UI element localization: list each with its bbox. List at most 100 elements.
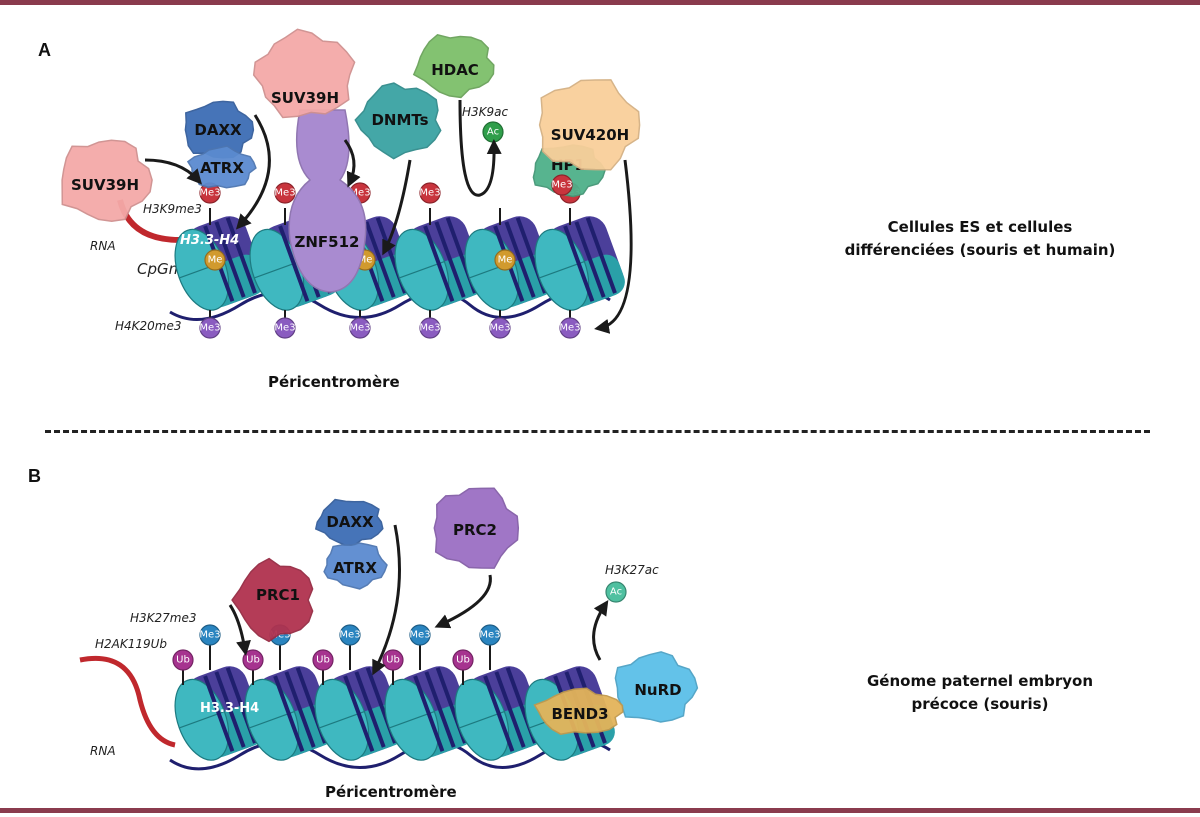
bend3-protein: BEND3 <box>533 687 624 735</box>
hdac-protein: HDAC <box>412 33 495 99</box>
rna-label: RNA <box>90 239 116 253</box>
h4k20me3-label: H4K20me3 <box>115 319 182 333</box>
dna-strand <box>169 739 611 771</box>
daxx-protein: DAXX <box>314 498 384 547</box>
protein-label: NuRD <box>634 681 681 699</box>
arrow-daxx-to-h33 <box>235 114 271 230</box>
cpg-methyl-mark: Me <box>204 249 226 271</box>
h3k27me3-mark-label: Me3 <box>479 630 500 641</box>
h4k20me3-mark-label: Me3 <box>274 323 295 334</box>
dna-strand <box>169 289 611 322</box>
h3k9me3-mark-label: Me3 <box>274 188 295 199</box>
h2ak119ub-mark-label: Ub <box>246 655 260 666</box>
h3k9ac-mark: Ac <box>482 121 504 143</box>
h3k27ac-label: H3K27ac <box>605 563 659 577</box>
histone-label: H3.3-H4 <box>200 701 259 716</box>
nucleosome <box>174 666 265 761</box>
h4k20me3-mark-label: Me3 <box>419 323 440 334</box>
top-frame-rule <box>0 0 1200 5</box>
protein-label: ATRX <box>333 559 377 577</box>
rna-strand <box>79 655 176 748</box>
arrow-daxx-to-h33 <box>372 524 401 676</box>
protein-label: SUV420H <box>551 126 629 144</box>
h2ak119ub-mark-label: Ub <box>386 655 400 666</box>
arrow-suv420h-to-h4k20 <box>594 159 633 334</box>
h2ak119ub-mark: Ub <box>452 649 474 671</box>
h2ak119ub-mark: Ub <box>242 649 264 671</box>
h3k9ac-label: H3K9ac <box>462 105 509 119</box>
h3k27me3-mark: Me3 <box>479 624 501 646</box>
panel-a-caption-line2: différenciées (souris et humain) <box>844 240 1116 259</box>
arrow-dnmts-to-me <box>382 159 412 256</box>
panel-b-region-label: Péricentromère <box>325 783 457 801</box>
panel-a-letter: A <box>38 40 51 60</box>
atrx-protein: ATRX <box>186 145 257 189</box>
hp1-bound-me3-mark: Me3 <box>551 174 573 196</box>
h4k20me3-mark: Me3 <box>349 317 371 339</box>
nucleosome <box>394 216 485 311</box>
protein-label: ATRX <box>200 159 244 177</box>
h3k9ac-mark-label: Ac <box>487 127 499 138</box>
h3k27me3-label: H3K27me3 <box>130 611 197 625</box>
panel-b-caption: Génome paternel embryon précoce (souris) <box>800 670 1160 715</box>
h3k9me3-mark: Me3 <box>199 182 221 204</box>
cpg-methyl-mark-label: Me <box>498 255 513 266</box>
h4k20me3-mark: Me3 <box>274 317 296 339</box>
suv39h-protein-left: SUV39H <box>61 139 153 223</box>
h3k9me3-mark: Me3 <box>274 182 296 204</box>
prc1-protein: PRC1 <box>231 557 314 643</box>
h3k27me3-mark-label: Me3 <box>199 630 220 641</box>
h4k20me3-mark-label: Me3 <box>559 323 580 334</box>
daxx-protein: DAXX <box>184 100 255 159</box>
panel-b-letter: B <box>28 466 41 486</box>
nucleosome <box>314 666 405 761</box>
panel-a-diagram: RNACpGmeH3K9me3H4K20me3Me3Me3MeMe3Me3Me3… <box>61 28 641 339</box>
panel-b-caption-line1: Génome paternel embryon <box>866 672 1093 690</box>
h3k9me3-mark-label: Me3 <box>349 188 370 199</box>
h4k20me3-mark-label: Me3 <box>199 323 220 334</box>
h3k27me3-mark-label: Me3 <box>269 630 290 641</box>
panel-a-region-label: Péricentromère <box>268 373 400 391</box>
h2ak119ub-mark-label: Ub <box>176 655 190 666</box>
h3k9me3-mark-label: Me3 <box>419 188 440 199</box>
arrow-prc1-to-ub <box>228 604 251 656</box>
h3k27ac-mark-label: Ac <box>610 587 622 598</box>
h4k20me3-mark: Me3 <box>559 317 581 339</box>
protein-label: DAXX <box>326 513 374 531</box>
h3k27me3-mark-label: Me3 <box>339 630 360 641</box>
h3k9me3-label: H3K9me3 <box>143 202 202 216</box>
h4k20me3-mark: Me3 <box>489 317 511 339</box>
protein-label: HDAC <box>431 61 479 79</box>
dnmts-protein: DNMTs <box>354 82 442 160</box>
protein-label: BEND3 <box>551 705 608 723</box>
nucleosome <box>534 216 625 311</box>
arrow-nurd-remove-ac <box>592 600 609 661</box>
h2ak119ub-mark-label: Ub <box>456 655 470 666</box>
panel-b-diagram: RNAH3K27me3H2AK119UbMe3UbMe3UbMe3UbMe3Ub… <box>79 487 699 771</box>
atrx-protein: ATRX <box>323 542 388 590</box>
cpg-methyl-mark-label: Me <box>358 255 373 266</box>
hp1-bound-me3-mark-label: Me3 <box>551 180 572 191</box>
nucleosome <box>384 666 475 761</box>
znf512-protein <box>288 109 367 293</box>
cpg-methyl-mark: Me <box>494 249 516 271</box>
suv420h-protein: SUV420H <box>538 79 641 171</box>
prc2-protein: PRC2 <box>433 487 520 569</box>
h3k27ac-mark: Ac <box>605 581 627 603</box>
protein-label: SUV39H <box>271 89 339 107</box>
panel-divider <box>45 430 1150 433</box>
h3k27me3-mark-label: Me3 <box>409 630 430 641</box>
h3k27me3-mark: Me3 <box>199 624 221 646</box>
h4k20me3-mark-label: Me3 <box>349 323 370 334</box>
arrow-hdac-ac <box>458 99 502 197</box>
h3k27me3-mark: Me3 <box>339 624 361 646</box>
h4k20me3-mark: Me3 <box>199 317 221 339</box>
arrow-prc2-to-me3 <box>434 574 492 629</box>
h2ak119ub-mark: Ub <box>382 649 404 671</box>
protein-label: PRC1 <box>256 586 300 604</box>
protein-label: DAXX <box>194 121 242 139</box>
arrow-suv39h-to-me3 <box>144 158 203 185</box>
bottom-frame-rule <box>0 808 1200 813</box>
protein-label: SUV39H <box>71 176 139 194</box>
